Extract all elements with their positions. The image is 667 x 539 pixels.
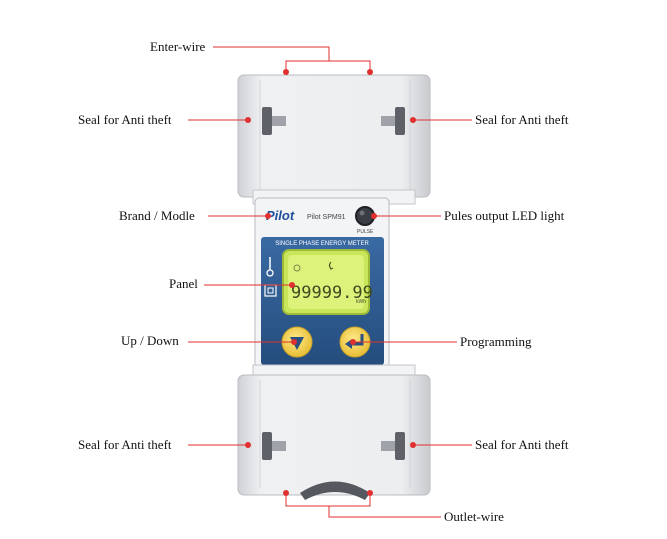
lcd-clock-icon [293,264,301,272]
label-outlet-wire: Outlet-wire [444,509,504,524]
pulse-text: PULSE [357,229,374,235]
label-panel: Panel [169,276,198,291]
label-brand-modle: Brand / Modle [119,208,195,223]
label-pulse-led: Pules output LED light [444,208,565,223]
top-housing [237,74,431,198]
model-text: Pilot SPM91 [307,214,346,221]
label-enter-wire: Enter-wire [150,39,206,54]
seal-screw-bottom-left [262,432,286,460]
lcd-inner [288,255,364,309]
din-rail-clip [300,481,370,500]
label-seal-bottom-right: Seal for Anti theft [475,437,569,452]
front-face [254,197,390,369]
label-programming: Programming [460,334,532,349]
brand-logo: Pilot [266,208,295,223]
label-seal-bottom-left: Seal for Anti theft [78,437,172,452]
label-up-down: Up / Down [121,333,179,348]
lcd-unit: kWh [356,299,366,305]
lcd-phone-icon [328,261,334,270]
thermometer-icon [266,257,274,277]
banner-text: SINGLE PHASE ENERGY METER [275,241,369,247]
bottom-housing [237,374,431,496]
lcd-reading: 99999.99 [291,283,373,303]
label-seal-top-left: Seal for Anti theft [78,112,172,127]
leader-dots [245,69,416,496]
seal-screw-bottom-right [381,432,405,460]
seal-screw-top-right [381,107,405,135]
leader-lines [188,46,472,518]
pulse-led-highlight [359,210,365,216]
label-seal-top-right: Seal for Anti theft [475,112,569,127]
seal-screw-top-left [262,107,286,135]
